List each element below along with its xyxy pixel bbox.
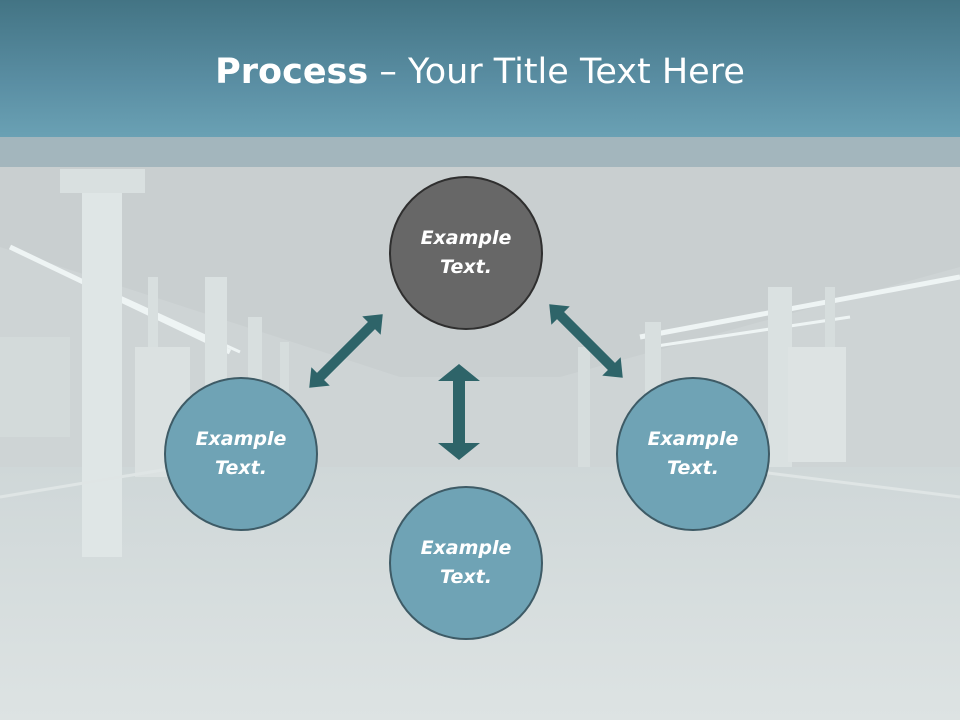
- process-node-left: Example Text.: [164, 377, 318, 531]
- slide-title: Process – Your Title Text Here: [0, 52, 960, 92]
- process-node-top: Example Text.: [389, 176, 543, 330]
- process-node-right: Example Text.: [616, 377, 770, 531]
- double-arrow-top-right: [549, 304, 623, 378]
- node-label-right: Example Text.: [647, 428, 739, 479]
- double-arrow-vertical: [438, 364, 480, 460]
- title-bold: Process: [215, 52, 369, 92]
- title-bar-band: [0, 137, 960, 167]
- double-arrow-top-left: [309, 314, 383, 388]
- node-label-bottom: Example Text.: [420, 537, 512, 588]
- node-label-left: Example Text.: [195, 428, 287, 479]
- process-node-bottom: Example Text.: [389, 486, 543, 640]
- title-rest: – Your Title Text Here: [368, 52, 745, 92]
- node-label-top: Example Text.: [420, 227, 512, 278]
- title-bar: [0, 0, 960, 137]
